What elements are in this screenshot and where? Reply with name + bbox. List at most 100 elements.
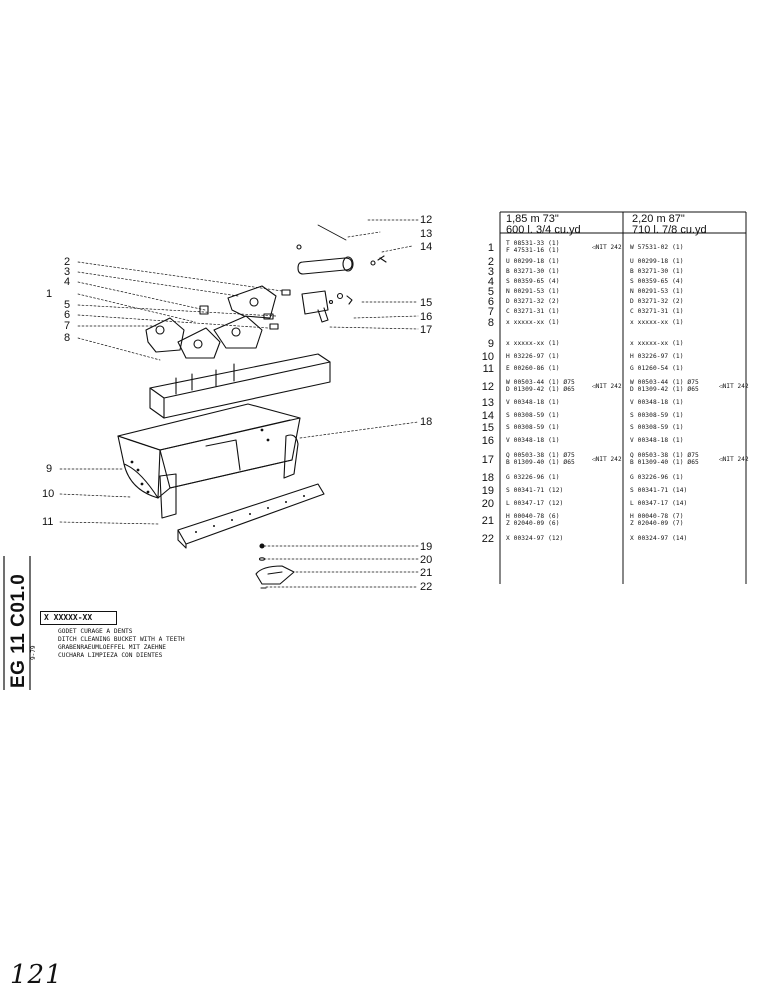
part-note: ◁NIT 242 <box>592 383 622 390</box>
handwritten-page-number: 121 <box>10 960 63 990</box>
part-code: N 00291-53 (1) <box>630 288 684 295</box>
row-number: 11 <box>482 363 494 375</box>
callout-12: 12 <box>420 214 433 226</box>
callout-1: 1 <box>46 288 53 300</box>
part-code: L 00347-17 (14) <box>630 500 688 507</box>
cutting-edge <box>177 483 325 549</box>
part-code: N 00291-53 (1) <box>506 288 560 295</box>
callout-3: 3 <box>64 266 71 278</box>
side-plates <box>159 434 299 519</box>
part-code: U 00299-18 (1) <box>506 258 560 265</box>
callout-14: 14 <box>420 241 433 253</box>
callout-7: 7 <box>64 320 71 332</box>
part-code: S 00359-65 (4) <box>506 278 560 285</box>
callout-18: 18 <box>420 416 433 428</box>
document-code: EG 11 C01.0 <box>8 573 29 688</box>
part-code: W 00503-44 (1) Ø75 <box>506 379 575 386</box>
row-number: 6 <box>487 296 494 308</box>
part-code: x xxxxx-xx (1) <box>630 340 684 347</box>
part-code: Z 02040-09 (7) <box>630 520 684 527</box>
row-number: 19 <box>481 485 494 497</box>
part-code: S 00308-59 (1) <box>506 412 560 419</box>
part-code: D 03271-32 (2) <box>630 298 684 305</box>
row-number: 8 <box>487 317 494 329</box>
row-number: 3 <box>487 266 494 278</box>
part-code: C 03271-31 (1) <box>630 308 684 315</box>
callout-19: 19 <box>420 541 433 553</box>
table-col1-size: 1,85 m 73" <box>506 213 559 225</box>
part-code: X 00324-97 (14) <box>630 535 688 542</box>
date-code: 9-79 <box>30 645 37 660</box>
part-note: ◁NIT 242 <box>719 383 749 390</box>
part-code: G 03226-96 (1) <box>506 474 560 481</box>
part-code: V 00348-18 (1) <box>630 437 684 444</box>
table-col1-capacity: 600 l. 3/4 cu.yd <box>506 224 581 236</box>
part-code: S 00341-71 (12) <box>506 487 564 494</box>
part-code: B 03271-30 (1) <box>506 268 560 275</box>
table-col2-size: 2,20 m 87" <box>632 213 685 225</box>
callout-13: 13 <box>420 228 433 240</box>
right-leader-lines <box>263 219 419 588</box>
cross-beam <box>149 353 331 419</box>
part-code: x xxxxx-xx (1) <box>630 319 684 326</box>
part-code: x xxxxx-xx (1) <box>506 319 560 326</box>
part-code: V 00348-18 (1) <box>506 437 560 444</box>
row-number: 2 <box>487 256 494 268</box>
row-number: 13 <box>481 397 494 409</box>
part-code: F 47531-16 (1) <box>506 247 560 254</box>
part-code: E 00260-86 (1) <box>506 365 560 372</box>
row-number: 15 <box>481 422 494 434</box>
table-col2-capacity: 710 l. 7/8 cu.yd <box>632 224 707 236</box>
part-code: B 03271-30 (1) <box>630 268 684 275</box>
part-code: D 01309-42 (1) Ø65 <box>506 386 575 393</box>
callout-16: 16 <box>420 311 433 323</box>
part-code: V 00348-18 (1) <box>506 399 560 406</box>
callout-22: 22 <box>420 581 433 593</box>
part-code: X 00324-97 (12) <box>506 535 564 542</box>
title-block-rules <box>3 556 31 690</box>
row-number: 7 <box>487 306 494 318</box>
part-code: Z 02040-09 (6) <box>506 520 560 527</box>
part-code: H 03226-97 (1) <box>506 353 560 360</box>
table-rules <box>499 211 747 584</box>
callout-15: 15 <box>420 297 433 309</box>
part-code: Q 00503-38 (1) Ø75 <box>506 452 575 459</box>
row-number: 12 <box>481 381 494 393</box>
callout-17: 17 <box>420 324 433 336</box>
row-number: 9 <box>487 338 494 350</box>
row-number: 21 <box>481 515 494 527</box>
mounting-brackets <box>145 285 291 359</box>
title-english: DITCH CLEANING BUCKET WITH A TEETH <box>58 636 185 643</box>
row-number: 22 <box>481 533 494 545</box>
callout-6: 6 <box>64 309 71 321</box>
row-number: 5 <box>487 286 494 298</box>
row-number: 16 <box>481 435 494 447</box>
part-code: W 57531-02 (1) <box>630 244 684 251</box>
part-code: S 00308-59 (1) <box>630 412 684 419</box>
part-code: S 00308-59 (1) <box>630 424 684 431</box>
part-code: H 03226-97 (1) <box>630 353 684 360</box>
left-leader-lines <box>59 261 283 525</box>
part-code: B 01309-40 (1) Ø65 <box>630 459 699 466</box>
part-note: ◁NIT 242 <box>719 456 749 463</box>
row-number: 4 <box>487 276 494 288</box>
part-code: Q 00503-38 (1) Ø75 <box>630 452 699 459</box>
callout-8: 8 <box>64 332 71 344</box>
row-number: 18 <box>481 472 494 484</box>
row-number: 1 <box>487 242 494 254</box>
callout-2: 2 <box>64 256 71 268</box>
part-code: D 01309-42 (1) Ø65 <box>630 386 699 393</box>
pin-assembly-top <box>296 244 387 275</box>
part-code: G 01260-54 (1) <box>630 365 684 372</box>
title-spanish: CUCHARA LIMPIEZA CON DIENTES <box>58 652 163 659</box>
tooth-parts <box>255 543 295 589</box>
bucket-body <box>117 403 301 499</box>
part-code: x xxxxx-xx (1) <box>506 340 560 347</box>
part-code: H 00040-78 (6) <box>506 513 560 520</box>
part-note: ◁NIT 242 <box>592 456 622 463</box>
part-number-box: X XXXXX-XX <box>40 611 117 625</box>
part-note: ◁NIT 242 <box>592 244 622 251</box>
part-code: G 03226-96 (1) <box>630 474 684 481</box>
callout-21: 21 <box>420 567 433 579</box>
